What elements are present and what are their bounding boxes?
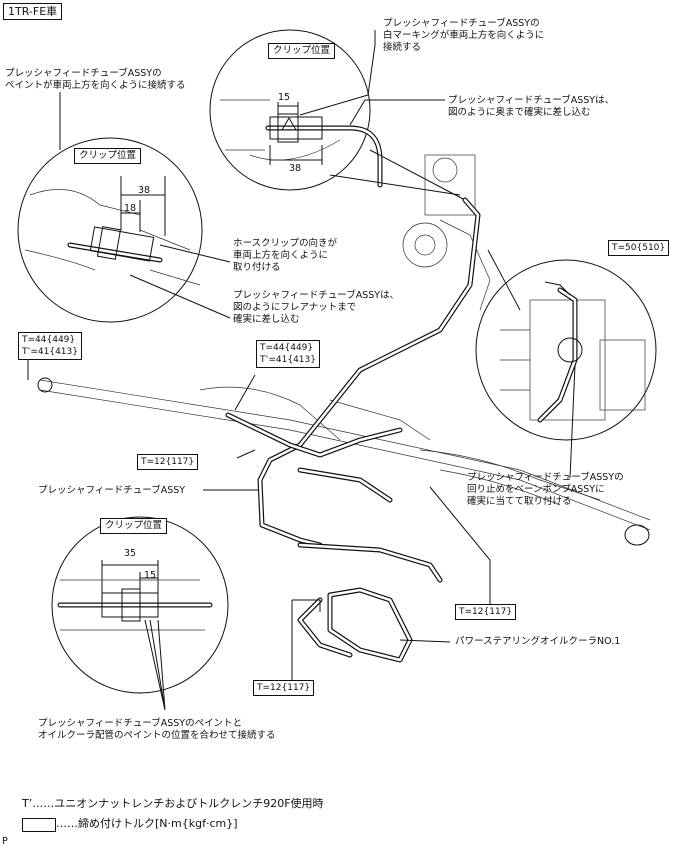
inset-circle-bottom bbox=[51, 516, 229, 694]
note-top-insert: プレッシャフィードチューブASSYは、 図のように奥まで確実に差し込む bbox=[448, 95, 615, 118]
dim-left-large: 38 bbox=[138, 185, 151, 196]
label-oil-cooler: パワーステアリングオイルクーラNO.1 bbox=[455, 636, 621, 647]
torque-box-t12-a: T=12{117} bbox=[137, 454, 199, 470]
inset-circle-left bbox=[17, 137, 203, 323]
clip-position-title-left: クリップ位置 bbox=[74, 148, 142, 164]
dim-left-small: 18 bbox=[124, 203, 137, 214]
torque-box-left: T=44{449} T’=41{413} bbox=[18, 332, 82, 360]
label-pressure-feed-tube: プレッシャフィードチューブASSY bbox=[38, 485, 186, 496]
dim-top-large: 38 bbox=[289, 163, 302, 174]
note-paint-align: プレッシャフィードチューブASSYのペイントと オイルクーラ配管のペイントの位置… bbox=[38, 718, 276, 741]
note-white-marking: プレッシャフィードチューブASSYの 白マーキングが車両上方を向くように 接続す… bbox=[383, 18, 545, 53]
dim-bottom-large: 35 bbox=[124, 548, 137, 559]
oil-cooler bbox=[297, 587, 413, 663]
footer-code: P bbox=[2, 836, 8, 847]
dim-top-small: 15 bbox=[278, 92, 291, 103]
clip-position-title-top: クリップ位置 bbox=[268, 43, 336, 59]
torque-box-t50: T=50{510} bbox=[608, 240, 670, 256]
leader-top-inset bbox=[329, 174, 461, 196]
pressure-feed-tube bbox=[225, 197, 481, 583]
torque-box-t12-c: T=12{117} bbox=[253, 680, 315, 696]
legend-torque-note: ……締め付けトルク[N·m{kgf·cm}] bbox=[56, 817, 238, 830]
note-left-paint: プレッシャフィードチューブASSYの ペイントが車両上方を向くように接続する bbox=[5, 68, 186, 91]
engine-model-label: 1TR-FE車 bbox=[3, 3, 63, 20]
clip-position-title-bottom: クリップ位置 bbox=[100, 518, 168, 534]
torque-box-t12-b: T=12{117} bbox=[455, 604, 517, 620]
legend-box-symbol bbox=[22, 818, 56, 832]
legend-tprime: T’……ユニオンナットレンチおよびトルクレンチ920F使用時 bbox=[22, 797, 324, 810]
note-flare-insert: プレッシャフィードチューブASSYは、 図のようにフレアナットまで 確実に差し込… bbox=[233, 290, 400, 325]
note-vane-pump: プレッシャフィードチューブASSYの 回り止めをベーンポンプASSYに 確実に当… bbox=[467, 472, 624, 507]
dim-bottom-small: 15 bbox=[144, 570, 157, 581]
torque-box-mid: T=44{449} T’=41{413} bbox=[256, 340, 320, 368]
inset-circle-top bbox=[209, 29, 383, 191]
vane-pump bbox=[402, 154, 491, 311]
note-hose-clip: ホースクリップの向きが 車両上方を向くように 取り付ける bbox=[233, 238, 338, 273]
inset-circle-right bbox=[475, 259, 657, 441]
